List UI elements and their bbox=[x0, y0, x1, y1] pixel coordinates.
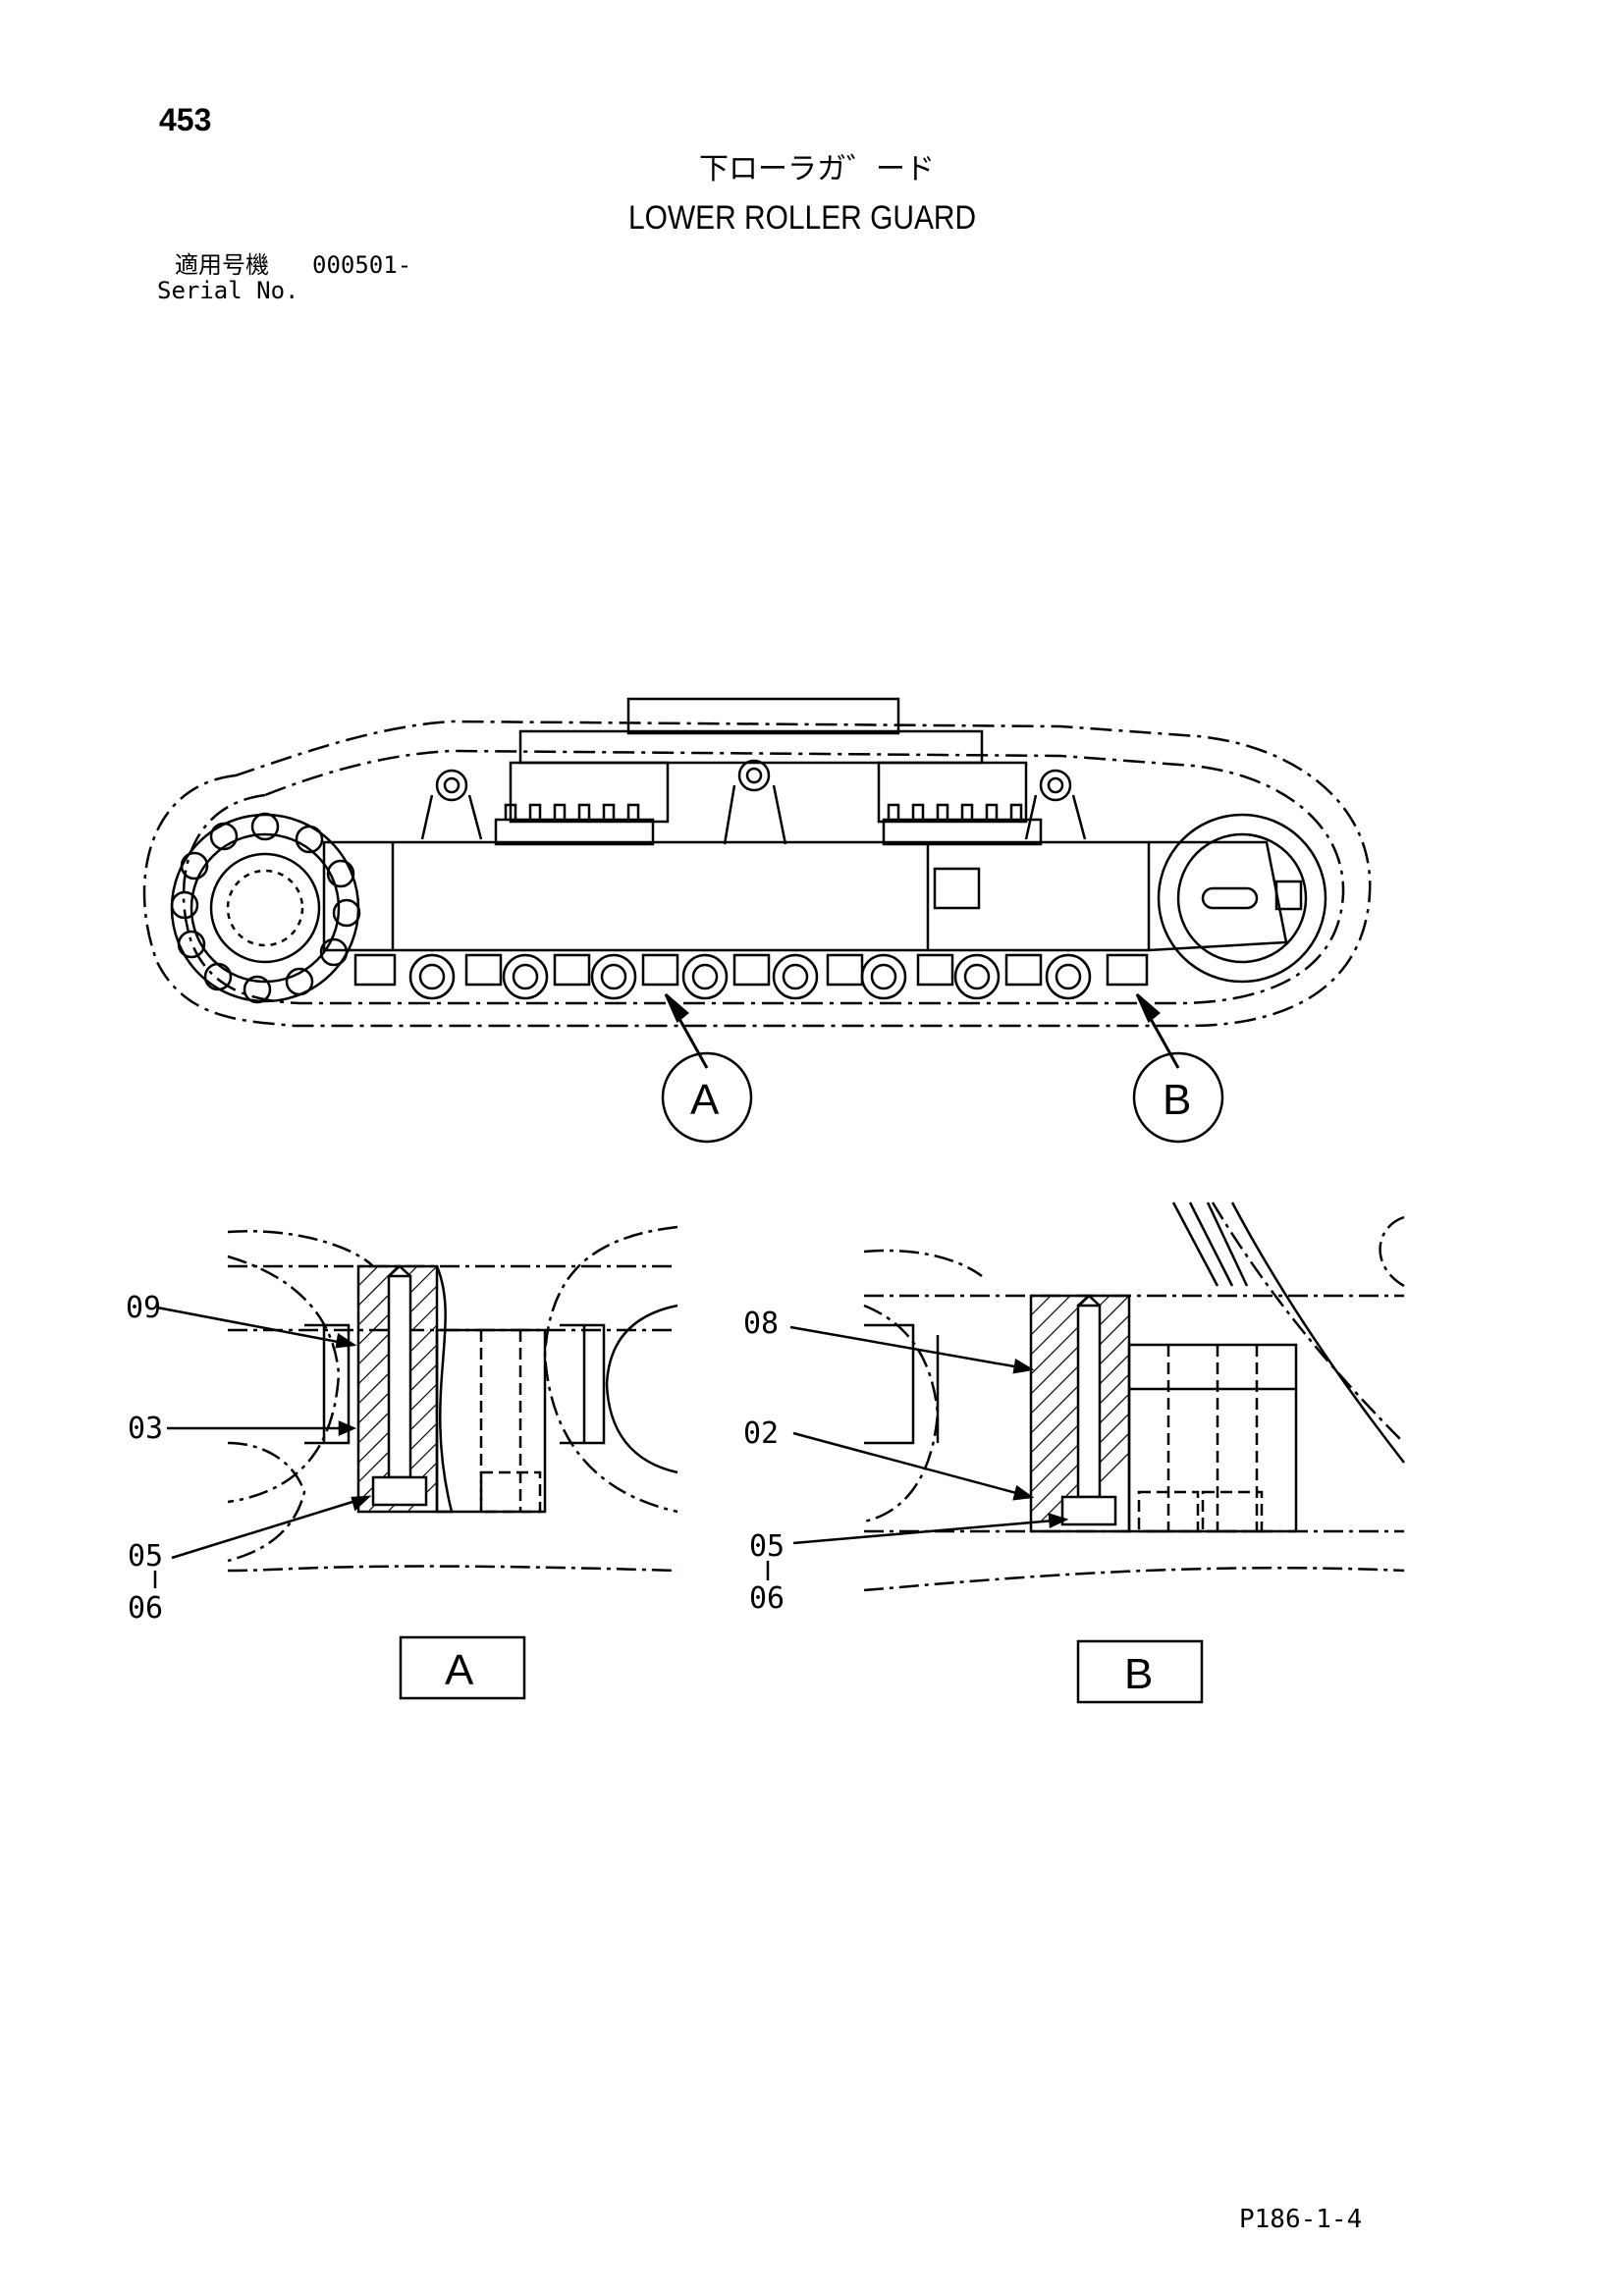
part-label-02: 02 bbox=[743, 1416, 779, 1451]
track-frame-overview bbox=[142, 697, 1372, 1144]
detail-a-label: A bbox=[445, 1646, 474, 1694]
callout-circle-a bbox=[661, 1051, 753, 1144]
footer-code: P186-1-4 bbox=[1239, 2205, 1363, 2234]
serial-label-japanese: 適用号機 bbox=[175, 251, 269, 279]
lower-rollers bbox=[353, 953, 1149, 1000]
detail-b-drawing bbox=[766, 1201, 1405, 1704]
part-label-09: 09 bbox=[126, 1291, 161, 1325]
part-label-03: 03 bbox=[128, 1412, 163, 1446]
detail-a-drawing bbox=[153, 1225, 678, 1700]
title-english: LOWER ROLLER GUARD bbox=[628, 199, 977, 237]
part-label-06-a: 06 bbox=[128, 1591, 163, 1626]
part-label-06-b: 06 bbox=[749, 1581, 785, 1616]
callout-label-a: A bbox=[690, 1076, 720, 1124]
serial-value: 000501- bbox=[312, 251, 412, 279]
detail-b-box bbox=[1076, 1639, 1204, 1704]
part-label-08: 08 bbox=[743, 1307, 779, 1341]
page-number: 453 bbox=[159, 102, 212, 137]
sprocket-teeth bbox=[170, 812, 361, 1004]
part-label-05-a: 05 bbox=[128, 1539, 163, 1574]
callout-circle-b bbox=[1132, 1051, 1224, 1144]
serial-label-english: Serial No. bbox=[157, 277, 299, 304]
title-japanese: 下ローラガ゛ード bbox=[699, 152, 935, 187]
part-label-05-b: 05 bbox=[749, 1529, 785, 1564]
callout-label-b: B bbox=[1163, 1076, 1191, 1124]
detail-b-label: B bbox=[1124, 1650, 1153, 1698]
detail-a-box bbox=[399, 1635, 526, 1700]
